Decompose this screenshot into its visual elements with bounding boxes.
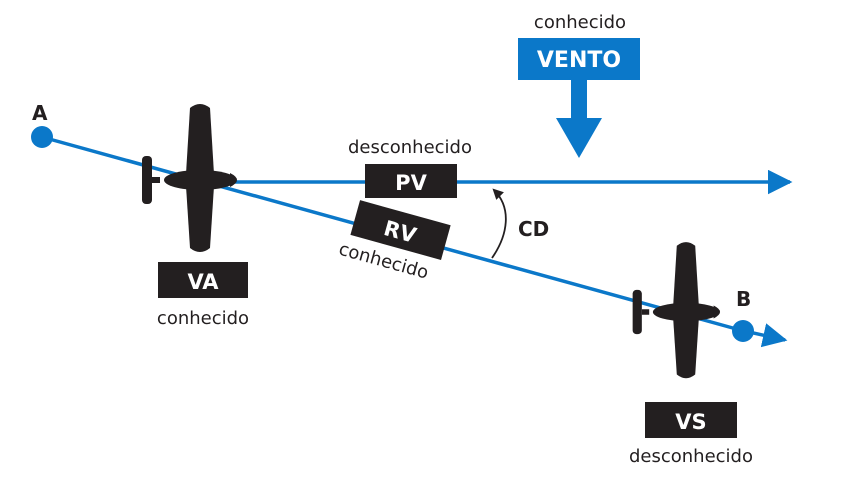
groundspeed-label: VS — [675, 410, 706, 434]
airspeed-status: conhecido — [157, 308, 249, 329]
wind-label: VENTO — [537, 48, 621, 73]
point-b-label: B — [736, 287, 751, 311]
wind-arrow-icon — [556, 80, 602, 158]
point-b-marker — [732, 320, 754, 342]
heading-label: PV — [395, 171, 427, 195]
airspeed-box — [158, 262, 248, 298]
drift-angle-arc — [491, 188, 507, 259]
airplane-icon — [632, 242, 721, 379]
airplane-icon — [142, 104, 237, 252]
course-label-group: RV conhecido — [336, 200, 451, 284]
point-a-label: A — [32, 101, 48, 125]
heading-status: desconhecido — [348, 137, 472, 158]
point-a-marker — [31, 126, 53, 148]
drift-label: CD — [518, 217, 549, 241]
airspeed-label: VA — [187, 270, 219, 294]
wind-status: conhecido — [534, 12, 626, 33]
course-box — [350, 200, 451, 260]
heading-box — [365, 164, 457, 198]
groundspeed-status: desconhecido — [629, 446, 753, 467]
wind-box — [518, 38, 640, 80]
groundspeed-box — [645, 402, 737, 438]
